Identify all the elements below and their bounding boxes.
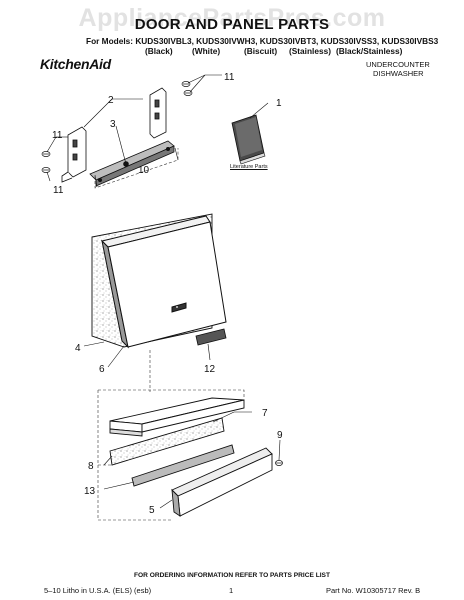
appliance-type-line-1: UNDERCOUNTER	[366, 60, 430, 69]
callout-numbers: 1 2 3 4 5 6 7 8 9 10 11 11 11 12 13	[52, 72, 283, 516]
footer-page-number: 1	[229, 586, 234, 595]
callout-6: 6	[99, 364, 105, 375]
color-label-stainless: (Stainless)	[289, 46, 331, 56]
callout-5: 5	[149, 505, 155, 516]
brand-logo: KitchenAid	[40, 56, 111, 72]
callout-10: 10	[138, 165, 150, 176]
color-label-black: (Black)	[145, 46, 173, 56]
outer-door-panel	[101, 215, 227, 349]
kick-plate	[171, 447, 273, 517]
callout-12: 12	[204, 364, 216, 375]
ordering-note: FOR ORDERING INFORMATION REFER TO PARTS …	[134, 572, 330, 579]
callout-11-top: 11	[224, 72, 235, 83]
color-label-biscuit: (Biscuit)	[244, 46, 278, 56]
appliance-type-line-2: DISHWASHER	[373, 69, 424, 78]
page-title: DOOR AND PANEL PARTS	[134, 16, 330, 33]
watermark: AppliancePartsPros.com	[78, 4, 386, 32]
footer-litho: 5–10 Litho in U.S.A. (ELS) (esb)	[44, 586, 152, 595]
bracket-strip	[131, 444, 235, 487]
callout-3: 3	[110, 119, 116, 130]
door-rail	[89, 140, 175, 187]
color-labels: (Black) (White) (Biscuit) (Stainless) (B…	[0, 46, 464, 56]
footer-part-number: Part No. W10305717 Rev. B	[326, 586, 421, 595]
hinge-brackets	[61, 87, 167, 183]
bottom-panel	[109, 397, 245, 437]
callout-11-bottom: 11	[53, 185, 64, 196]
callout-4: 4	[75, 343, 81, 354]
badge	[195, 328, 227, 346]
callout-8: 8	[88, 461, 94, 472]
callout-11-left: 11	[52, 130, 63, 141]
callout-7: 7	[262, 408, 268, 419]
leader-lines	[46, 74, 281, 509]
callout-9: 9	[277, 430, 283, 441]
models-line: For Models: KUDS30IVBL3, KUDS30IVWH3, KU…	[86, 36, 439, 46]
color-label-black-stainless: (Black/Stainless)	[336, 46, 403, 56]
callout-1: 1	[276, 98, 282, 109]
literature-label: Literature Parts	[230, 164, 268, 170]
callout-13: 13	[84, 486, 96, 497]
color-label-white: (White)	[192, 46, 221, 56]
callout-2: 2	[108, 95, 114, 106]
insulation-strip	[109, 417, 225, 466]
literature-booklet	[231, 114, 266, 165]
guide-lines	[94, 148, 245, 521]
